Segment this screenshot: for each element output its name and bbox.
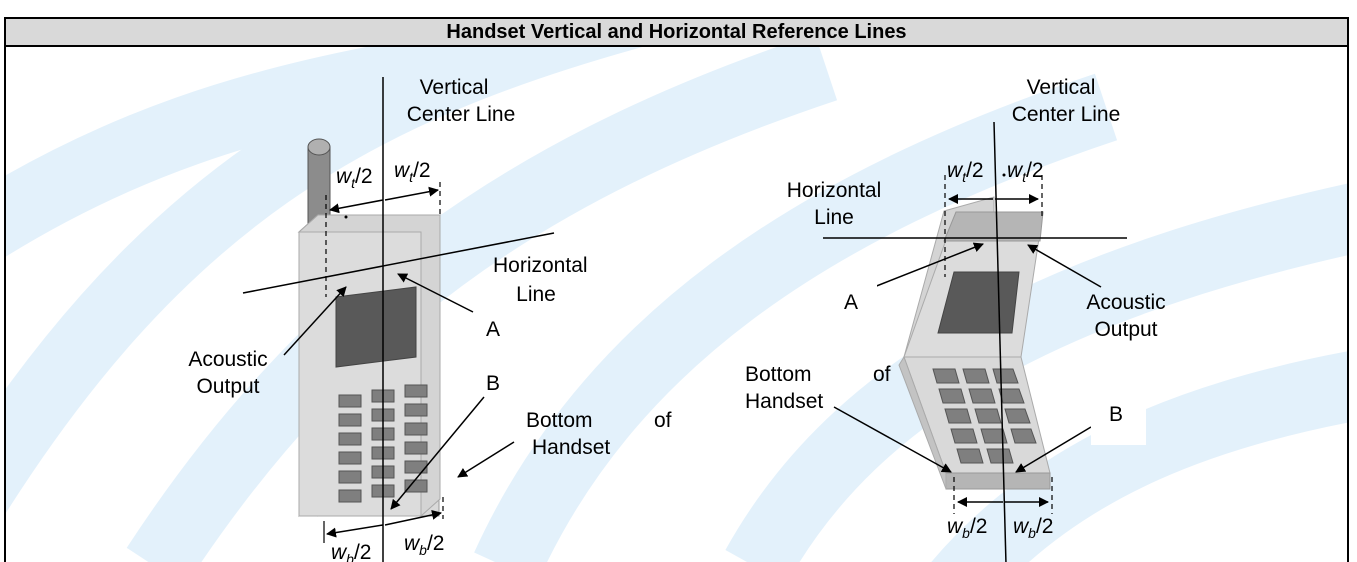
left-horizontal-label-line2: Line	[516, 283, 556, 306]
right-acoustic-label-line1: Acoustic	[1086, 291, 1165, 314]
left-point-b-label: B	[486, 372, 500, 395]
right-bottom-label-line2: Handset	[745, 390, 823, 413]
left-wb-right-label: wb/2	[404, 532, 444, 558]
left-horizontal-line	[242, 232, 555, 294]
right-wb-right-label: wb/2	[1013, 515, 1053, 541]
right-acoustic-label-line2: Output	[1094, 318, 1157, 341]
right-horizontal-label-line2: Line	[814, 206, 854, 229]
left-bottom-label-of: of	[654, 409, 672, 432]
right-point-a-label: A	[844, 291, 858, 314]
left-wt-left-label: wt/2	[336, 165, 373, 191]
right-keypad	[932, 368, 1037, 464]
right-vertical-label-line1: Vertical	[1027, 76, 1096, 99]
right-handset: Vertical Center Line Horizontal Line Aco…	[745, 76, 1166, 562]
left-point-a-label: A	[486, 318, 500, 341]
right-wb-left-label: wb/2	[947, 515, 987, 541]
right-wt-left-label: wt/2	[947, 159, 984, 185]
left-handset: Vertical Center Line Horizontal Line Aco…	[188, 76, 672, 562]
right-horizontal-label-line1: Horizontal	[787, 179, 882, 202]
diagram-title: Handset Vertical and Horizontal Referenc…	[6, 19, 1347, 47]
left-acoustic-label-line2: Output	[196, 375, 259, 398]
left-bottom-label-line1: Bottom	[526, 409, 593, 432]
right-point-b-label: B	[1109, 403, 1123, 426]
diagram-canvas: Vertical Center Line Horizontal Line Aco…	[6, 19, 1347, 562]
left-wt-right-label: wt/2	[394, 159, 431, 185]
right-wt-right-label: wt/2	[1007, 159, 1044, 185]
right-vertical-label-line2: Center Line	[1012, 103, 1121, 126]
right-vertical-center-line	[993, 121, 1007, 562]
left-bottom-label-line2: Handset	[532, 436, 610, 459]
diagram-svg: Vertical Center Line Horizontal Line Aco…	[6, 19, 1347, 562]
right-bottom-label-of: of	[873, 363, 891, 386]
screen	[335, 286, 417, 368]
left-vertical-label-line1: Vertical	[420, 76, 489, 99]
left-horizontal-label-line1: Horizontal	[493, 254, 588, 277]
left-acoustic-label-line1: Acoustic	[188, 348, 267, 371]
left-wb-left-label: wb/2	[331, 541, 371, 562]
diagram-frame: Handset Vertical and Horizontal Referenc…	[4, 17, 1349, 562]
right-bottom-label-line1: Bottom	[745, 363, 812, 386]
left-vertical-label-line2: Center Line	[407, 103, 516, 126]
